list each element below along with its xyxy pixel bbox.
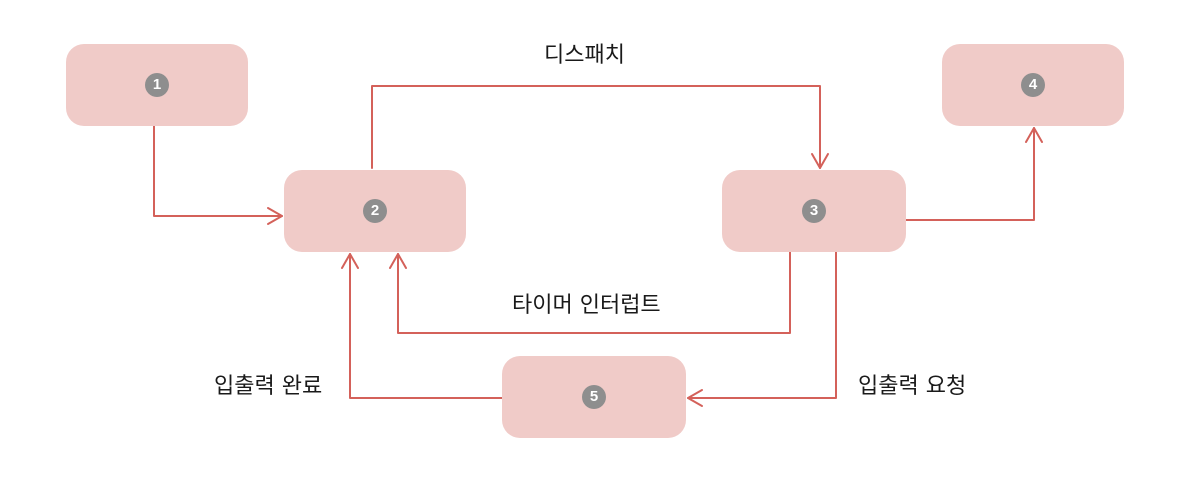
state-box-4: 4: [942, 44, 1124, 126]
arrow-3-to-4-head: [1025, 127, 1043, 143]
arrow-timer-interrupt-head: [389, 253, 407, 269]
arrow-io-request: [687, 251, 837, 399]
state-box-3: 3: [722, 170, 906, 252]
arrow-timer-interrupt: [397, 251, 791, 334]
arrow-io-complete: [349, 253, 503, 399]
state-number-badge-5: 5: [582, 385, 606, 409]
state-number-badge-2: 2: [363, 199, 387, 223]
edge-label-timer-interrupt: 타이머 인터럽트: [512, 293, 661, 318]
state-number-badge-3: 3: [802, 199, 826, 223]
state-box-5: 5: [502, 356, 686, 438]
edge-label-io-complete: 입출력 완료: [214, 374, 323, 399]
arrow-3-to-4: [905, 127, 1035, 221]
arrow-dispatch-head: [811, 153, 829, 169]
arrow-1-to-2: [153, 125, 283, 217]
arrow-io-request-head: [687, 389, 703, 407]
arrow-io-complete-head: [341, 253, 359, 269]
state-box-1: 1: [66, 44, 248, 126]
arrow-1-to-2-head: [267, 207, 283, 225]
state-number-badge-4: 4: [1021, 73, 1045, 97]
arrow-dispatch: [371, 85, 821, 169]
edge-label-dispatch: 디스패치: [544, 43, 625, 68]
state-box-2: 2: [284, 170, 466, 252]
state-number-badge-1: 1: [145, 73, 169, 97]
edge-label-io-request: 입출력 요청: [858, 374, 967, 399]
